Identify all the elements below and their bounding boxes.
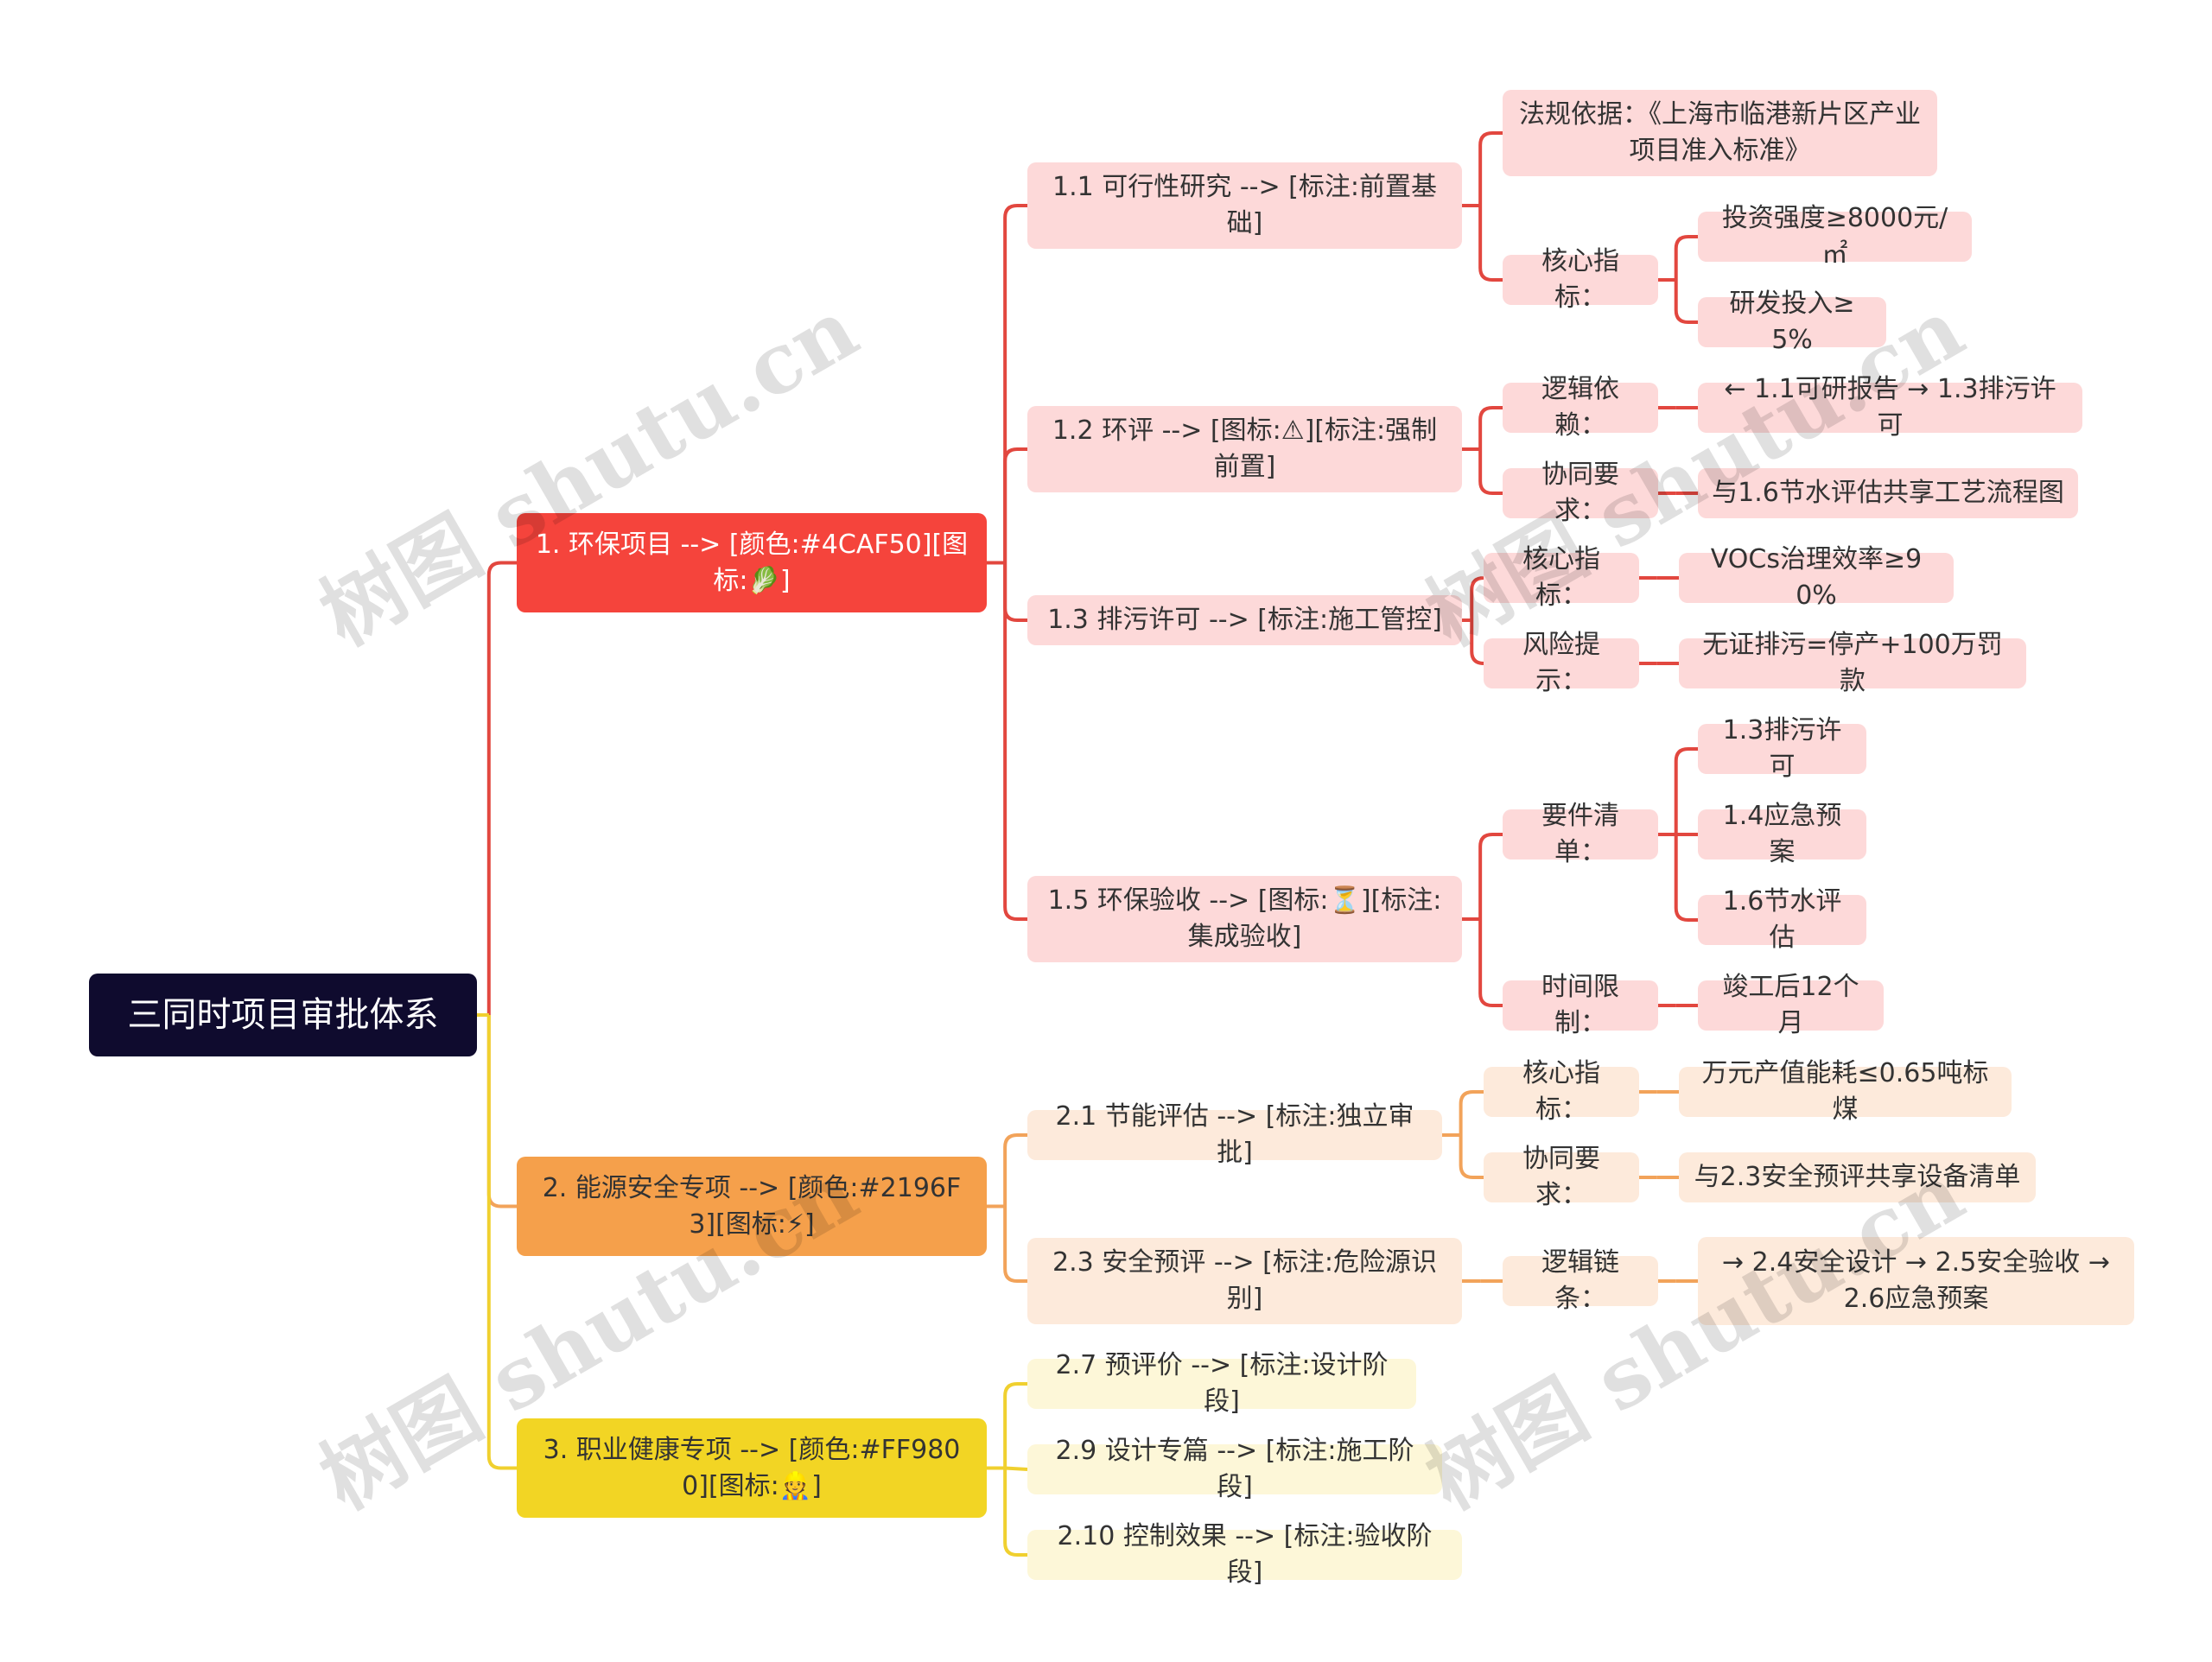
root-node[interactable]: 三同时项目审批体系: [89, 974, 477, 1056]
node-2-3-safety-pre-assessment[interactable]: 2.3 安全预评 --> [标注:危险源识别]: [1027, 1238, 1462, 1324]
connector-line: [1459, 1135, 1484, 1179]
node-2-1-energy-assessment[interactable]: 2.1 节能评估 --> [标注:独立审批]: [1027, 1101, 1442, 1168]
node-doc-emergency-plan[interactable]: 1.4应急预案: [1698, 801, 1866, 867]
connector-line: [1003, 1206, 1027, 1283]
connector-line: [1003, 1382, 1027, 1469]
node-doc-discharge-permit[interactable]: 1.3排污许可: [1698, 715, 1866, 782]
branch-occupational-health[interactable]: 3. 职业健康专项 --> [颜色:#FF9800][图标:👷]: [517, 1418, 987, 1518]
connector-line: [1478, 131, 1503, 206]
node-penalty[interactable]: 无证排污=停产+100万罚款: [1679, 630, 2026, 696]
connector-line: [1478, 449, 1503, 495]
node-rd-investment[interactable]: 研发投入≥5%: [1698, 289, 1886, 355]
node-1-5-acceptance[interactable]: 1.5 环保验收 --> [图标:⏳][标注:集成验收]: [1027, 876, 1462, 962]
node-2-9-design[interactable]: 2.9 设计专篇 --> [标注:施工阶段]: [1027, 1436, 1442, 1502]
node-investment-intensity[interactable]: 投资强度≥8000元/㎡: [1698, 203, 1972, 270]
node-risk-warning[interactable]: 风险提示：: [1484, 630, 1639, 696]
node-vocs-efficiency[interactable]: VOCs治理效率≥90%: [1679, 544, 1954, 611]
node-2-7-pre-evaluation[interactable]: 2.7 预评价 --> [标注:设计阶段]: [1027, 1350, 1416, 1417]
node-2-10-control-effect[interactable]: 2.10 控制效果 --> [标注:验收阶段]: [1027, 1521, 1462, 1588]
connector-line: [1003, 562, 1027, 622]
node-dependency-detail[interactable]: ← 1.1可研报告 → 1.3排污许可: [1698, 374, 2082, 441]
connector-line: [1674, 747, 1698, 834]
connector-line: [1478, 833, 1503, 919]
node-shared-equipment[interactable]: 与2.3安全预评共享设备清单: [1679, 1152, 2036, 1202]
connector-line: [1674, 834, 1698, 922]
connector-line: [1470, 620, 1484, 665]
branch-energy-safety[interactable]: 2. 能源安全专项 --> [颜色:#2196F3][图标:⚡]: [517, 1157, 987, 1256]
connector-line: [1003, 1133, 1027, 1207]
node-1-3-discharge-permit[interactable]: 1.3 排污许可 --> [标注:施工管控]: [1027, 595, 1462, 645]
connector-line: [1003, 1468, 1027, 1557]
connector-line: [1459, 1090, 1484, 1135]
node-1-1-feasibility[interactable]: 1.1 可行性研究 --> [标注:前置基础]: [1027, 162, 1462, 249]
connector-line: [1478, 406, 1503, 449]
node-coordination-2-1[interactable]: 协同要求：: [1484, 1144, 1639, 1210]
connector-line: [486, 1015, 517, 1470]
node-1-2-eia[interactable]: 1.2 环评 --> [图标:⚠][标注:强制前置]: [1027, 406, 1462, 492]
node-required-docs[interactable]: 要件清单：: [1503, 801, 1658, 867]
node-logic-dependency[interactable]: 逻辑依赖：: [1503, 374, 1658, 441]
branch-environmental[interactable]: 1. 环保项目 --> [颜色:#4CAF50][图标:🥬]: [517, 513, 987, 612]
node-logic-chain-detail[interactable]: → 2.4安全设计 → 2.5安全验收 → 2.6应急预案: [1698, 1237, 2134, 1325]
node-energy-consumption[interactable]: 万元产值能耗≤0.65吨标煤: [1679, 1058, 2012, 1125]
node-time-limit[interactable]: 时间限制：: [1503, 972, 1658, 1038]
connector-line: [1003, 204, 1027, 563]
node-logic-chain[interactable]: 逻辑链条：: [1503, 1247, 1658, 1314]
connector-line: [1003, 447, 1027, 563]
connector-line: [486, 1015, 517, 1208]
node-coordination-1-2[interactable]: 协同要求：: [1503, 460, 1658, 526]
connector-line: [1674, 280, 1698, 324]
node-legal-basis[interactable]: 法规依据：《上海市临港新片区产业项目准入标准》: [1503, 90, 1937, 176]
node-time-limit-detail[interactable]: 竣工后12个月: [1698, 972, 1884, 1038]
node-doc-water-saving[interactable]: 1.6节水评估: [1698, 886, 1866, 953]
node-core-indicators-2-1[interactable]: 核心指标：: [1484, 1058, 1639, 1125]
connector-line: [1478, 206, 1503, 282]
connector-line: [486, 561, 517, 1015]
connector-line: [1478, 919, 1503, 1007]
node-coordination-detail-1-2[interactable]: 与1.6节水评估共享工艺流程图: [1698, 468, 2078, 518]
node-core-indicators-1-1[interactable]: 核心指标：: [1503, 246, 1658, 313]
connector-line: [1674, 235, 1698, 280]
connector-line: [1003, 562, 1027, 921]
node-core-indicators-1-3[interactable]: 核心指标：: [1484, 544, 1639, 611]
connector-line: [1470, 576, 1484, 620]
connector-line: [1005, 1466, 1028, 1471]
